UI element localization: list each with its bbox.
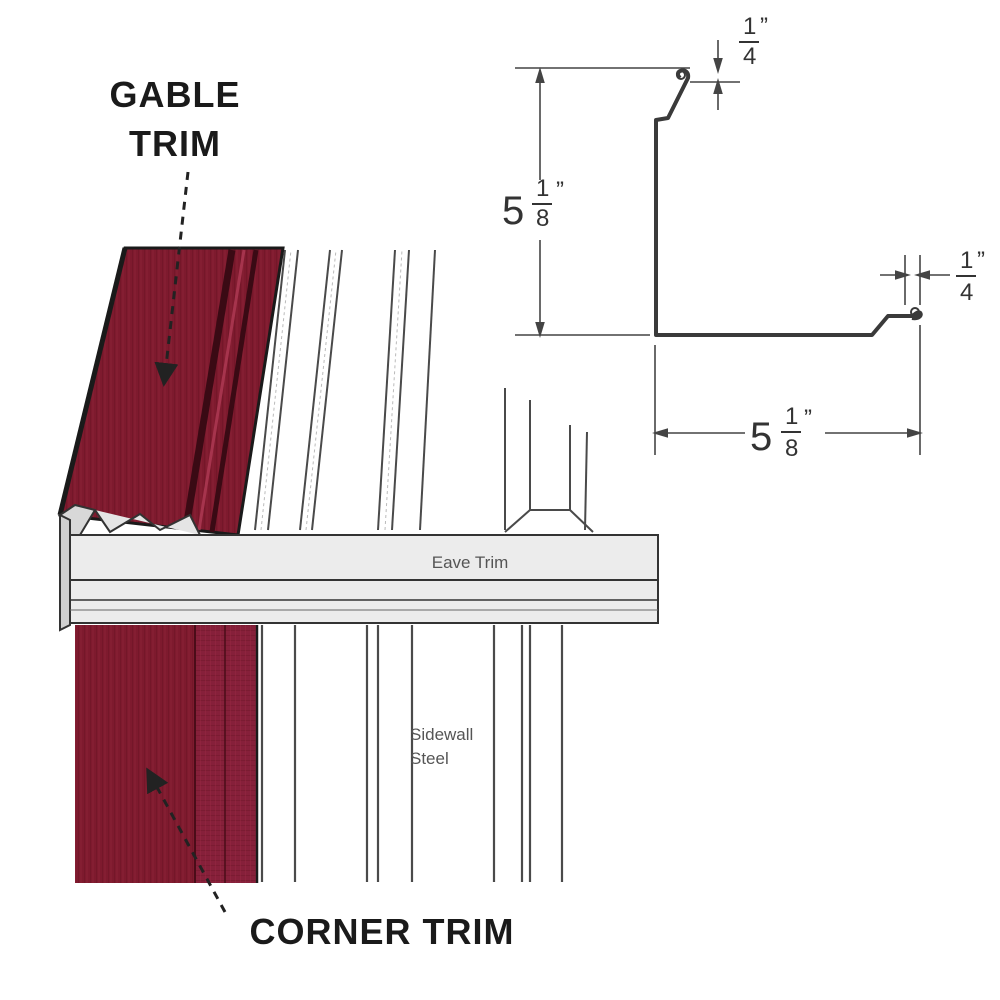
corner-trim-title: CORNER TRIM [250, 911, 515, 952]
height-dim-num: 1 [536, 175, 549, 202]
gable-trim-piece [57, 246, 285, 537]
trim-profile [654, 68, 923, 337]
width-dimension [652, 325, 923, 455]
height-dim-whole: 5 [502, 189, 524, 233]
bottom-lip-den: 4 [960, 279, 973, 306]
width-dim-whole: 5 [750, 415, 772, 459]
gable-trim-title-line2: TRIM [129, 123, 221, 164]
sidewall-label-line2: Steel [410, 749, 449, 768]
bottom-lip-num: 1 [960, 247, 973, 274]
corner-trim-arrow [146, 767, 227, 913]
corner-trim-piece [75, 625, 259, 883]
roof-panels [254, 249, 594, 533]
width-dim-den: 8 [785, 435, 798, 462]
top-lip-den: 4 [743, 43, 756, 70]
width-dim-unit: ” [804, 405, 812, 432]
eave-trim-label: Eave Trim [432, 553, 509, 572]
sidewall-steel [260, 625, 564, 882]
height-dim-den: 8 [536, 205, 549, 232]
bottom-lip-unit: ” [977, 247, 985, 274]
sidewall-label-line1: Sidewall [410, 725, 473, 744]
top-lip-num: 1 [743, 13, 756, 40]
height-dimension [515, 67, 690, 338]
top-lip-unit: ” [760, 13, 768, 40]
width-dim-num: 1 [785, 403, 798, 430]
height-dim-unit: ” [556, 177, 564, 204]
top-lip-dimension [690, 40, 740, 110]
eave-trim-piece: Eave Trim [59, 513, 659, 632]
gable-trim-arrow [154, 171, 190, 387]
gable-trim-title-line1: GABLE [110, 74, 241, 115]
bottom-lip-dimension [880, 255, 950, 305]
